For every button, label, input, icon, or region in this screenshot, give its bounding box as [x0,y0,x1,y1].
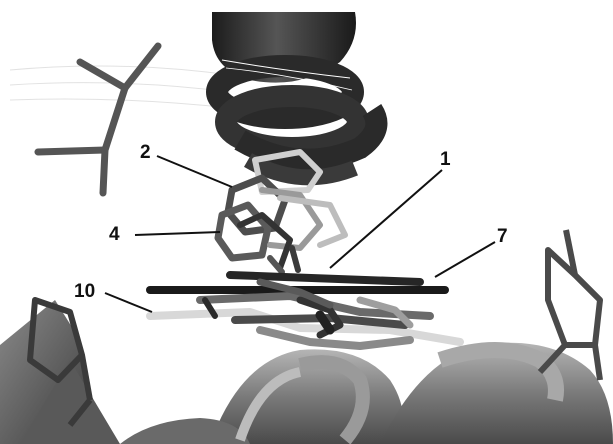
ring-residue-left [27,297,93,427]
branched-residue-top-left [34,42,162,197]
ring-residue-right [537,229,603,381]
label-10: 10 [74,281,95,302]
leader-lines [104,155,496,313]
ribbon-bottom [120,342,613,444]
ligand-planar-stack [146,271,464,350]
label-4: 4 [109,224,120,245]
label-7: 7 [497,226,508,247]
leader-line-7 [434,241,496,278]
leader-line-10 [104,292,153,313]
ligand-upper-rings [214,149,348,275]
label-1: 1 [440,149,451,170]
leader-line-2 [156,155,233,188]
leader-line-1 [329,169,443,269]
label-2: 2 [140,142,151,163]
leader-line-4 [134,231,221,236]
beta-sheet-left [0,300,120,444]
